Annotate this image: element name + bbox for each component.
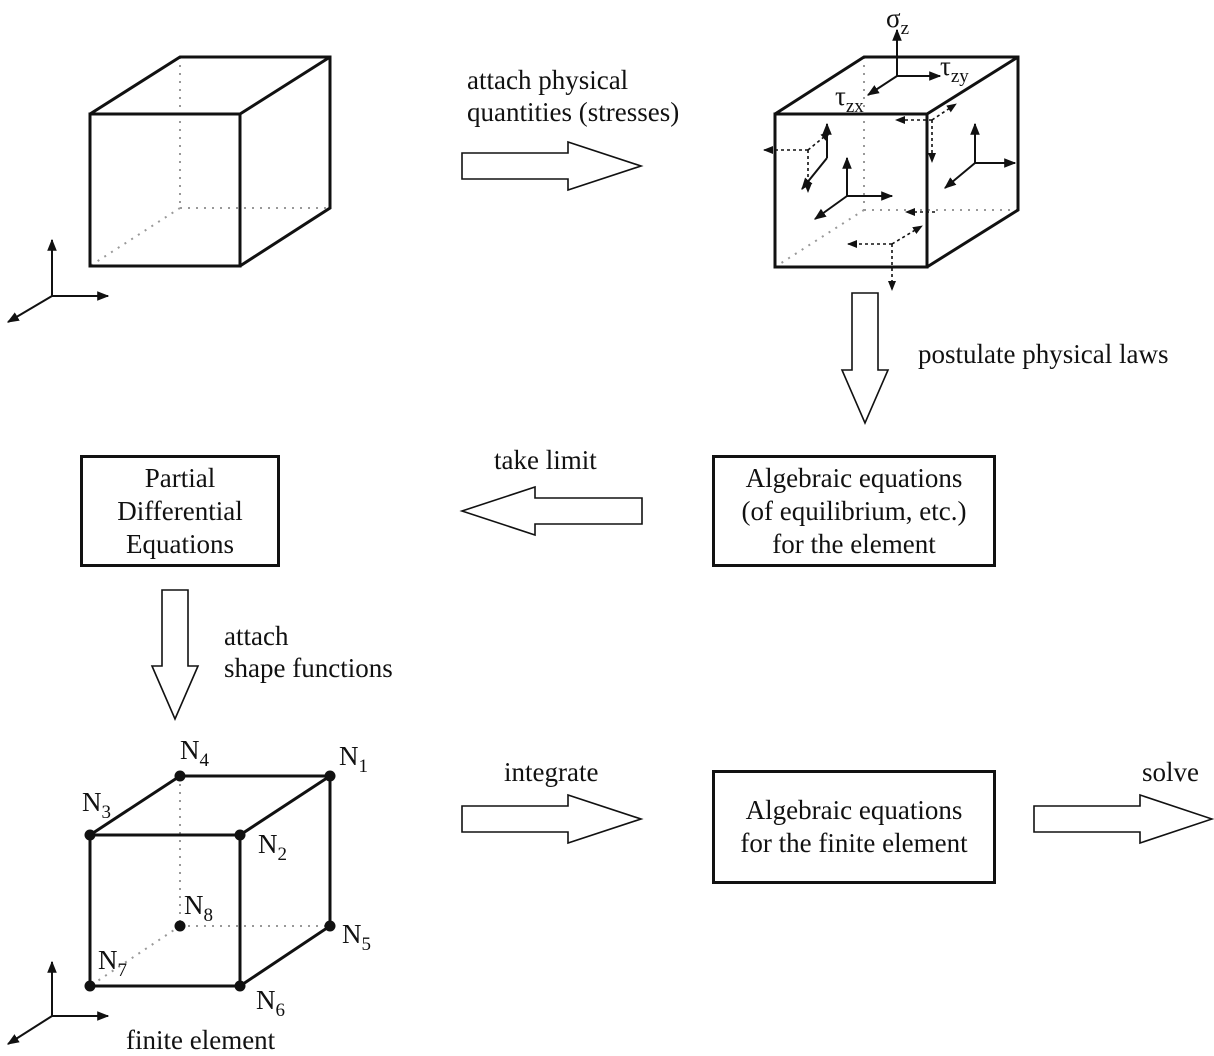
box-pde-line1: Partial	[144, 462, 216, 493]
node-dot-7	[84, 980, 96, 992]
box-algebraic-element-line1: Algebraic equations	[745, 462, 963, 493]
label-attach-quantities-line1: attach physical	[467, 65, 629, 95]
stress-arrows	[801, 28, 1017, 220]
node-2-subscript: 2	[277, 844, 288, 865]
node-4-subscript: 4	[199, 750, 210, 771]
tau-zy-symbol: τ	[940, 51, 951, 81]
sigma-subscript: z	[900, 18, 909, 39]
box-algebraic-element-line3: for the element	[772, 528, 936, 559]
node-4-base: N	[180, 735, 200, 765]
axes-triad-bottom	[6, 960, 110, 1045]
label-attach-shape: attach shape functions	[224, 620, 393, 684]
label-take-limit: take limit	[494, 445, 597, 475]
node-7-base: N	[98, 945, 118, 975]
label-node-2: N2	[258, 828, 288, 865]
node-3-subscript: 3	[101, 802, 112, 823]
node-5-base: N	[342, 919, 362, 949]
node-6-base: N	[256, 985, 276, 1015]
node-dot-3	[84, 829, 96, 841]
node-dot-2	[234, 829, 246, 841]
label-attach-shape-line1: attach	[224, 621, 289, 651]
label-attach-quantities-line2: quantities (stresses)	[467, 97, 680, 127]
node-7-subscript: 7	[117, 960, 128, 981]
label-node-6: N6	[256, 984, 286, 1021]
cube-stressed	[773, 55, 1020, 269]
node-dot-5	[324, 920, 336, 932]
node-5-subscript: 5	[361, 934, 372, 955]
label-sigma-z: σz	[886, 2, 909, 39]
arrow-solve	[1033, 793, 1214, 845]
label-attach-quantities: attach physical quantities (stresses)	[467, 64, 679, 128]
cube-finite-element	[84, 770, 336, 992]
node-8-base: N	[184, 890, 204, 920]
box-algebraic-element-line2: (of equilibrium, etc.)	[741, 495, 967, 526]
box-algebraic-fe-line2: for the finite element	[740, 828, 968, 858]
arrow-postulate	[840, 292, 890, 426]
label-integrate: integrate	[504, 757, 599, 787]
cube-plain	[88, 55, 332, 268]
box-pde-line3: Equations	[126, 528, 234, 559]
label-node-7: N7	[98, 944, 128, 981]
node-dot-6	[234, 980, 246, 992]
stress-arrows-hidden	[763, 103, 957, 291]
label-finite-element: finite element	[126, 1025, 276, 1055]
node-6-subscript: 6	[275, 1000, 286, 1021]
box-pde-line2: Differential	[117, 495, 243, 526]
arrow-attach-quantities	[461, 140, 644, 192]
node-8-subscript: 8	[203, 905, 214, 926]
node-1-base: N	[339, 741, 359, 771]
label-node-8: N8	[184, 889, 214, 926]
tau-zx-subscript: zx	[845, 96, 864, 117]
label-node-3: N3	[82, 786, 112, 823]
label-attach-shape-line2: shape functions	[224, 653, 393, 683]
box-algebraic-element: Algebraic equations (of equilibrium, etc…	[712, 455, 996, 567]
box-algebraic-fe: Algebraic equations for the finite eleme…	[712, 770, 996, 884]
tau-zx-symbol: τ	[835, 81, 846, 111]
label-solve: solve	[1142, 757, 1199, 787]
label-node-5: N5	[342, 918, 372, 955]
arrow-take-limit	[459, 485, 643, 537]
node-dot-4	[174, 770, 186, 782]
sigma-symbol: σ	[886, 3, 901, 33]
node-3-base: N	[82, 787, 102, 817]
label-node-4: N4	[180, 734, 210, 771]
box-pde: Partial Differential Equations	[80, 455, 280, 567]
node-2-base: N	[258, 829, 278, 859]
label-tau-zy: τzy	[940, 50, 969, 87]
arrow-attach-shape	[150, 589, 200, 722]
label-node-1: N1	[339, 740, 369, 777]
arrow-integrate	[461, 793, 644, 845]
node-dot-1	[324, 770, 336, 782]
label-postulate: postulate physical laws	[918, 339, 1169, 369]
box-algebraic-fe-line1: Algebraic equations	[745, 795, 963, 825]
node-1-subscript: 1	[358, 756, 369, 777]
axes-triad-top	[6, 238, 110, 323]
node-dot-8	[174, 920, 186, 932]
label-tau-zx: τzx	[835, 80, 864, 117]
tau-zy-subscript: zy	[950, 66, 969, 87]
